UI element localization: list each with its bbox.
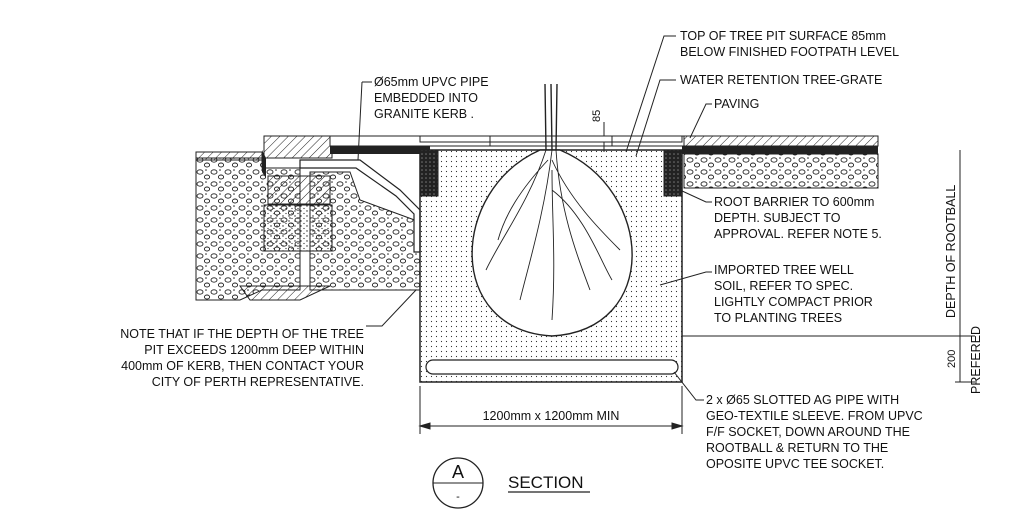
callout-soil-line2: SOIL, REFER TO SPEC. — [714, 279, 853, 293]
callout-upvc-pipe: Ø65mm UPVC PIPE EMBEDDED INTO GRANITE KE… — [374, 75, 489, 121]
callout-root-barrier-line1: ROOT BARRIER TO 600mm — [714, 195, 874, 209]
rootball — [471, 83, 633, 337]
upvc-pipe — [299, 159, 421, 253]
callout-top-surface: TOP OF TREE PIT SURFACE 85mm BELOW FINIS… — [680, 29, 899, 59]
callout-depth-note: NOTE THAT IF THE DEPTH OF THE TREE PIT E… — [120, 327, 364, 389]
section-marker: A - SECTION — [432, 457, 590, 509]
dimension-200: 200 — [946, 350, 958, 368]
callout-tree-grate: WATER RETENTION TREE-GRATE — [680, 73, 882, 87]
right-ground — [683, 153, 879, 189]
section-letter: A — [452, 462, 464, 482]
callout-ag-pipe: 2 x Ø65 SLOTTED AG PIPE WITH GEO-TEXTILE… — [706, 393, 923, 471]
dimension-width: 1200mm x 1200mm MIN — [483, 409, 620, 423]
callout-depth-note-line1: NOTE THAT IF THE DEPTH OF THE TREE — [120, 327, 364, 341]
callout-top-surface-line2: BELOW FINISHED FOOTPATH LEVEL — [680, 45, 899, 59]
callout-ag-pipe-line2: GEO-TEXTILE SLEEVE. FROM UPVC — [706, 409, 923, 423]
dimension-85: 85 — [591, 110, 603, 122]
callout-soil-line3: LIGHTLY COMPACT PRIOR — [714, 295, 873, 309]
callout-upvc-pipe-line1: Ø65mm UPVC PIPE — [374, 75, 489, 89]
callout-root-barrier: ROOT BARRIER TO 600mm DEPTH. SUBJECT TO … — [714, 195, 882, 241]
callout-top-surface-line1: TOP OF TREE PIT SURFACE 85mm — [680, 29, 886, 43]
callout-paving: PAVING — [714, 97, 759, 111]
callout-ag-pipe-line3: F/F SOCKET, DOWN AROUND THE — [706, 425, 910, 439]
callout-ag-pipe-line1: 2 x Ø65 SLOTTED AG PIPE WITH — [706, 393, 899, 407]
dimension-lines — [418, 122, 975, 434]
callout-soil-line4: TO PLANTING TREES — [714, 311, 842, 325]
callout-ag-pipe-line5: OPOSITE UPVC TEE SOCKET. — [706, 457, 884, 471]
section-sub: - — [456, 491, 460, 503]
callout-soil-line1: IMPORTED TREE WELL — [714, 263, 854, 277]
callout-soil: IMPORTED TREE WELL SOIL, REFER TO SPEC. … — [714, 263, 873, 325]
dimension-depth-rootball: DEPTH OF ROOTBALL — [944, 185, 958, 318]
callout-depth-note-line3: 400mm OF KERB, THEN CONTACT YOUR — [121, 359, 364, 373]
left-ground-kerb — [195, 135, 421, 301]
callout-upvc-pipe-line3: GRANITE KERB . — [374, 107, 474, 121]
callout-root-barrier-line3: APPROVAL. REFER NOTE 5. — [714, 227, 882, 241]
callout-depth-note-line2: PIT EXCEEDS 1200mm DEEP WITHIN — [144, 343, 364, 357]
dimension-preferred: PREFERED — [969, 326, 983, 394]
callout-depth-note-line4: CITY OF PERTH REPRESENTATIVE. — [152, 375, 364, 389]
callout-root-barrier-line2: DEPTH. SUBJECT TO — [714, 211, 841, 225]
leader-lines — [357, 35, 712, 401]
section-label: SECTION — [508, 473, 584, 492]
callout-ag-pipe-line4: ROOTBALL & RETURN TO THE — [706, 441, 888, 455]
callout-upvc-pipe-line2: EMBEDDED INTO — [374, 91, 478, 105]
